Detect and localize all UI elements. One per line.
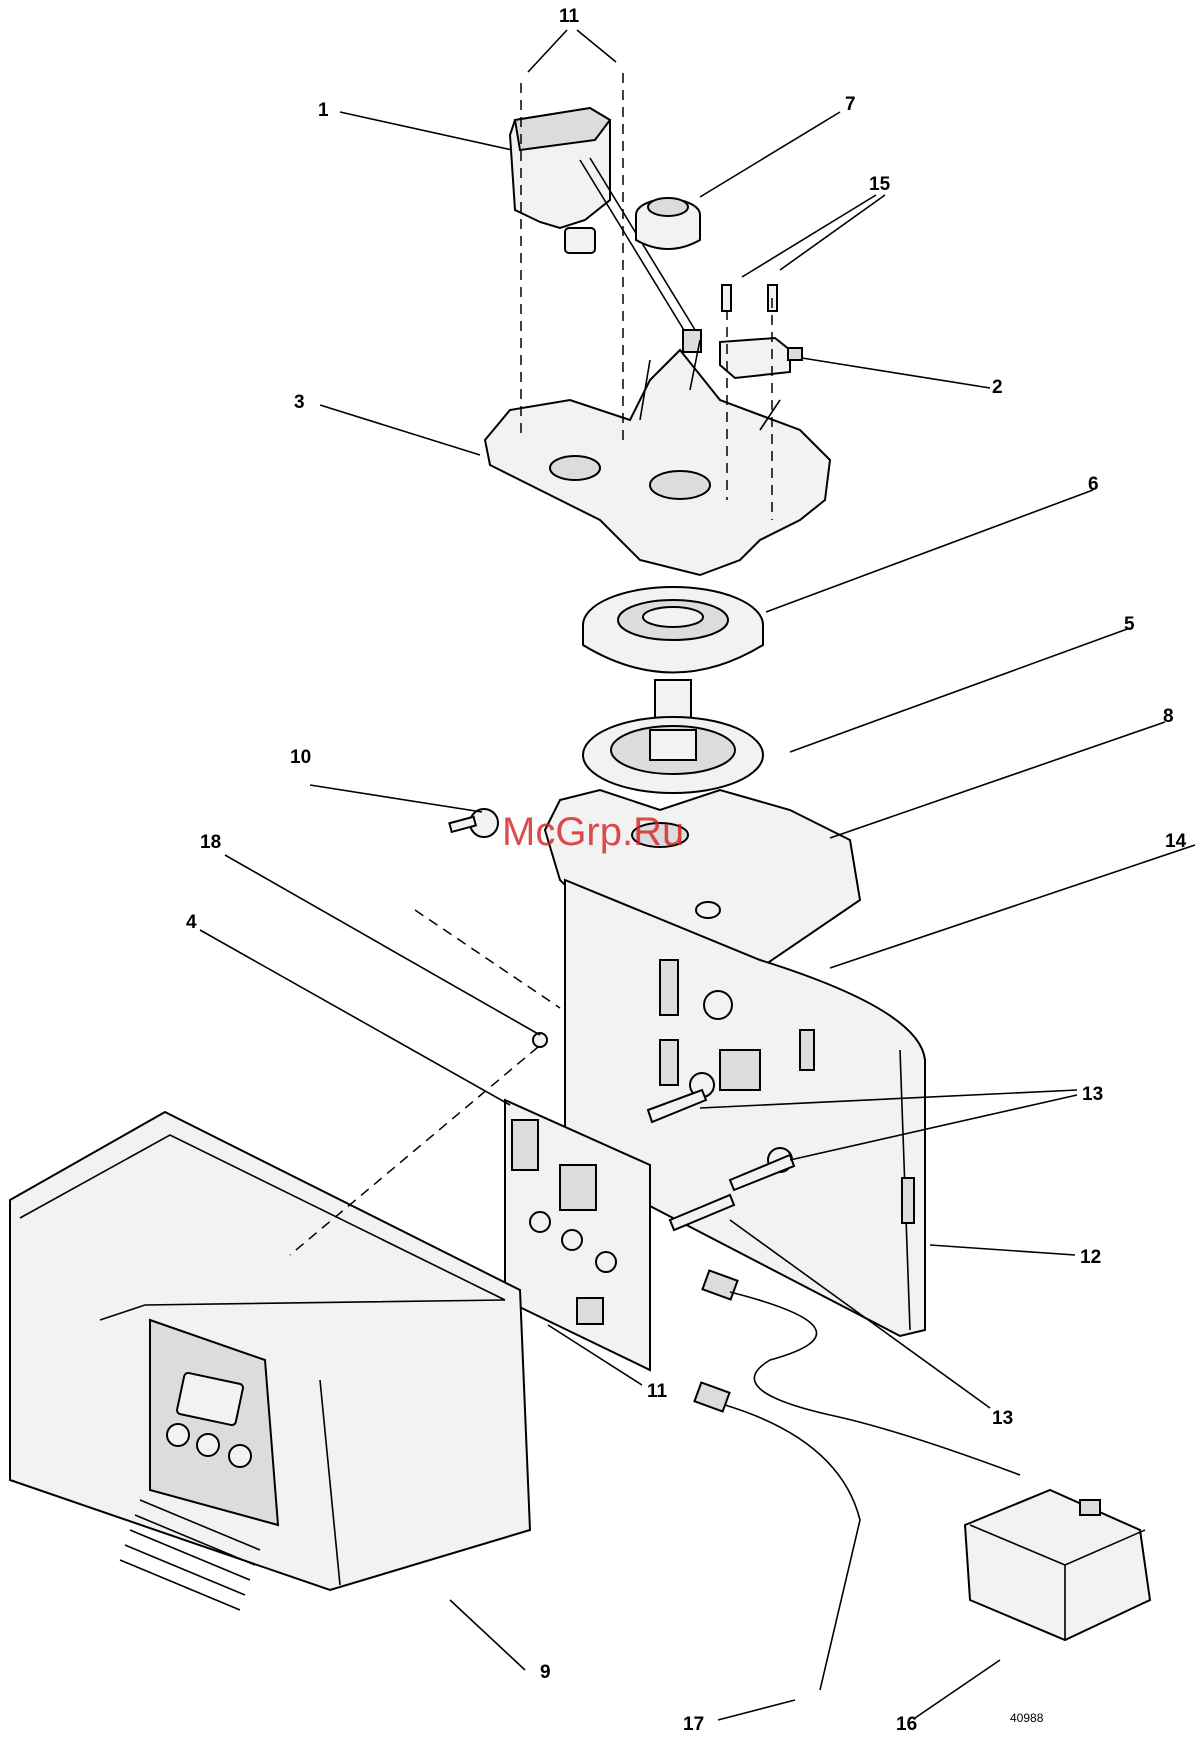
callout-4: 4 — [186, 912, 197, 933]
callout-17: 17 — [683, 1714, 704, 1735]
callout-11-top: 11 — [559, 6, 580, 27]
switch-part — [720, 285, 802, 378]
callout-6: 6 — [1088, 474, 1099, 495]
main-gear-part — [583, 680, 763, 793]
callout-9: 9 — [540, 1662, 551, 1683]
callout-11-bottom: 11 — [647, 1381, 668, 1402]
callout-15: 15 — [869, 174, 891, 195]
cable-part — [694, 1270, 1020, 1690]
callout-10: 10 — [290, 747, 311, 768]
cam-part — [636, 198, 700, 249]
callout-7: 7 — [845, 94, 856, 115]
drive-bracket-part — [485, 340, 830, 575]
drawing-number: 40988 — [1010, 1711, 1044, 1725]
transformer-part — [965, 1490, 1150, 1640]
callout-8: 8 — [1163, 706, 1174, 727]
callout-1: 1 — [318, 100, 329, 121]
callout-18: 18 — [200, 832, 221, 853]
drive-gear-part — [583, 587, 763, 673]
callout-13-upper: 13 — [1082, 1084, 1103, 1105]
callout-14: 14 — [1165, 831, 1187, 852]
front-cover-part — [10, 1112, 530, 1610]
callout-2: 2 — [992, 377, 1003, 398]
callout-16: 16 — [896, 1714, 917, 1735]
watermark: McGrp.Ru — [502, 810, 684, 854]
washer-part — [533, 1033, 547, 1047]
callout-3: 3 — [294, 392, 305, 413]
knob-part — [449, 809, 498, 837]
callout-13-lower: 13 — [992, 1408, 1013, 1429]
callout-12: 12 — [1080, 1247, 1101, 1268]
callout-5: 5 — [1124, 614, 1135, 635]
